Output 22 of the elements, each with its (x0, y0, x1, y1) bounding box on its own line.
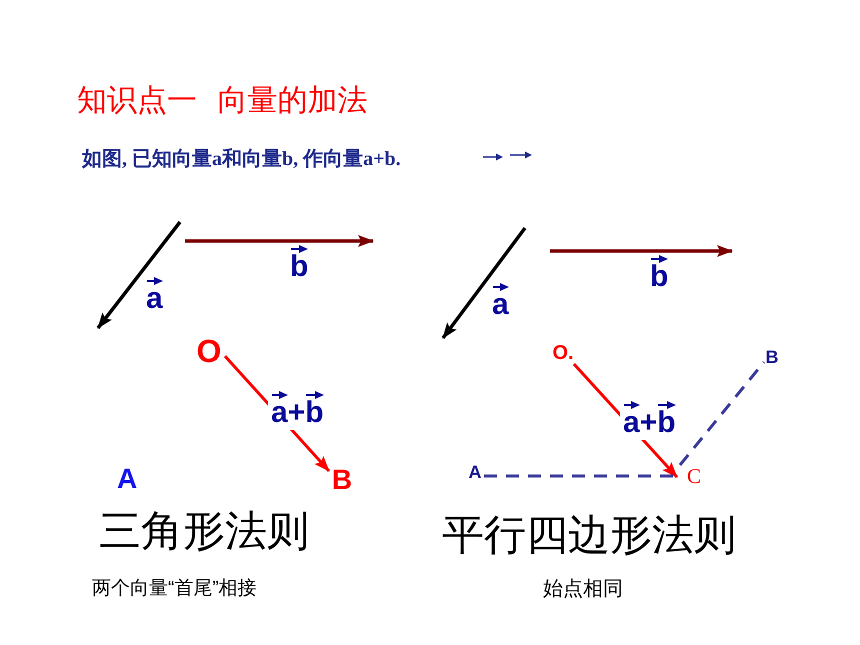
point-label: B (329, 466, 355, 494)
vector-label: a (492, 282, 509, 320)
vector-arrow (224, 355, 330, 472)
point-label: A (466, 462, 484, 482)
rule-note: 始点相同 (543, 578, 623, 601)
point-label: O. (550, 342, 576, 364)
point-label: C (677, 465, 701, 487)
rule-note: 两个向量“首尾”相接 (92, 578, 257, 600)
vector-label: a (146, 276, 163, 314)
rule-heading: 三角形法则 (99, 508, 309, 556)
vector-label: b (290, 244, 308, 282)
vector-arrow (572, 362, 678, 478)
edge-label: a+b (268, 390, 327, 430)
instruction-text: 如图, 已知向量a和向量b, 作向量a+b. (82, 148, 401, 171)
edge-label: a+b (620, 400, 679, 440)
rule-heading: 平行四边形法则 (442, 512, 736, 560)
point-label: B (764, 346, 780, 368)
slide-title: 知识点一 向量的加法 (77, 84, 368, 118)
vector-label: b (650, 254, 668, 292)
point-label: O (193, 335, 225, 367)
point-label: A (117, 464, 138, 494)
dashed-line (678, 361, 766, 466)
